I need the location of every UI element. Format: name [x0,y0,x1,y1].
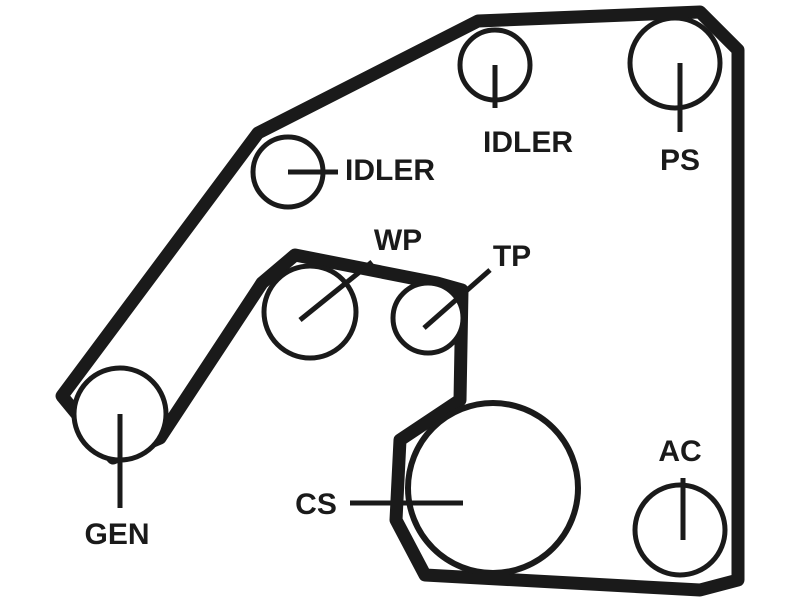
label-idler-left: IDLER [345,154,435,187]
label-tp: TP [493,240,531,273]
label-wp: WP [374,224,422,257]
leader-wp [298,260,374,322]
label-ac: AC [658,435,701,468]
pulley-ps [627,15,723,111]
pulley-cs [405,400,581,576]
serpentine-belt-outer [55,5,745,597]
pulley-ac [632,482,728,578]
label-ps: PS [660,144,700,177]
pulley-tp [390,280,466,356]
label-cs: CS [295,488,337,521]
leader-tp [422,268,492,330]
label-gen: GEN [84,518,149,551]
label-idler-top: IDLER [483,126,573,159]
